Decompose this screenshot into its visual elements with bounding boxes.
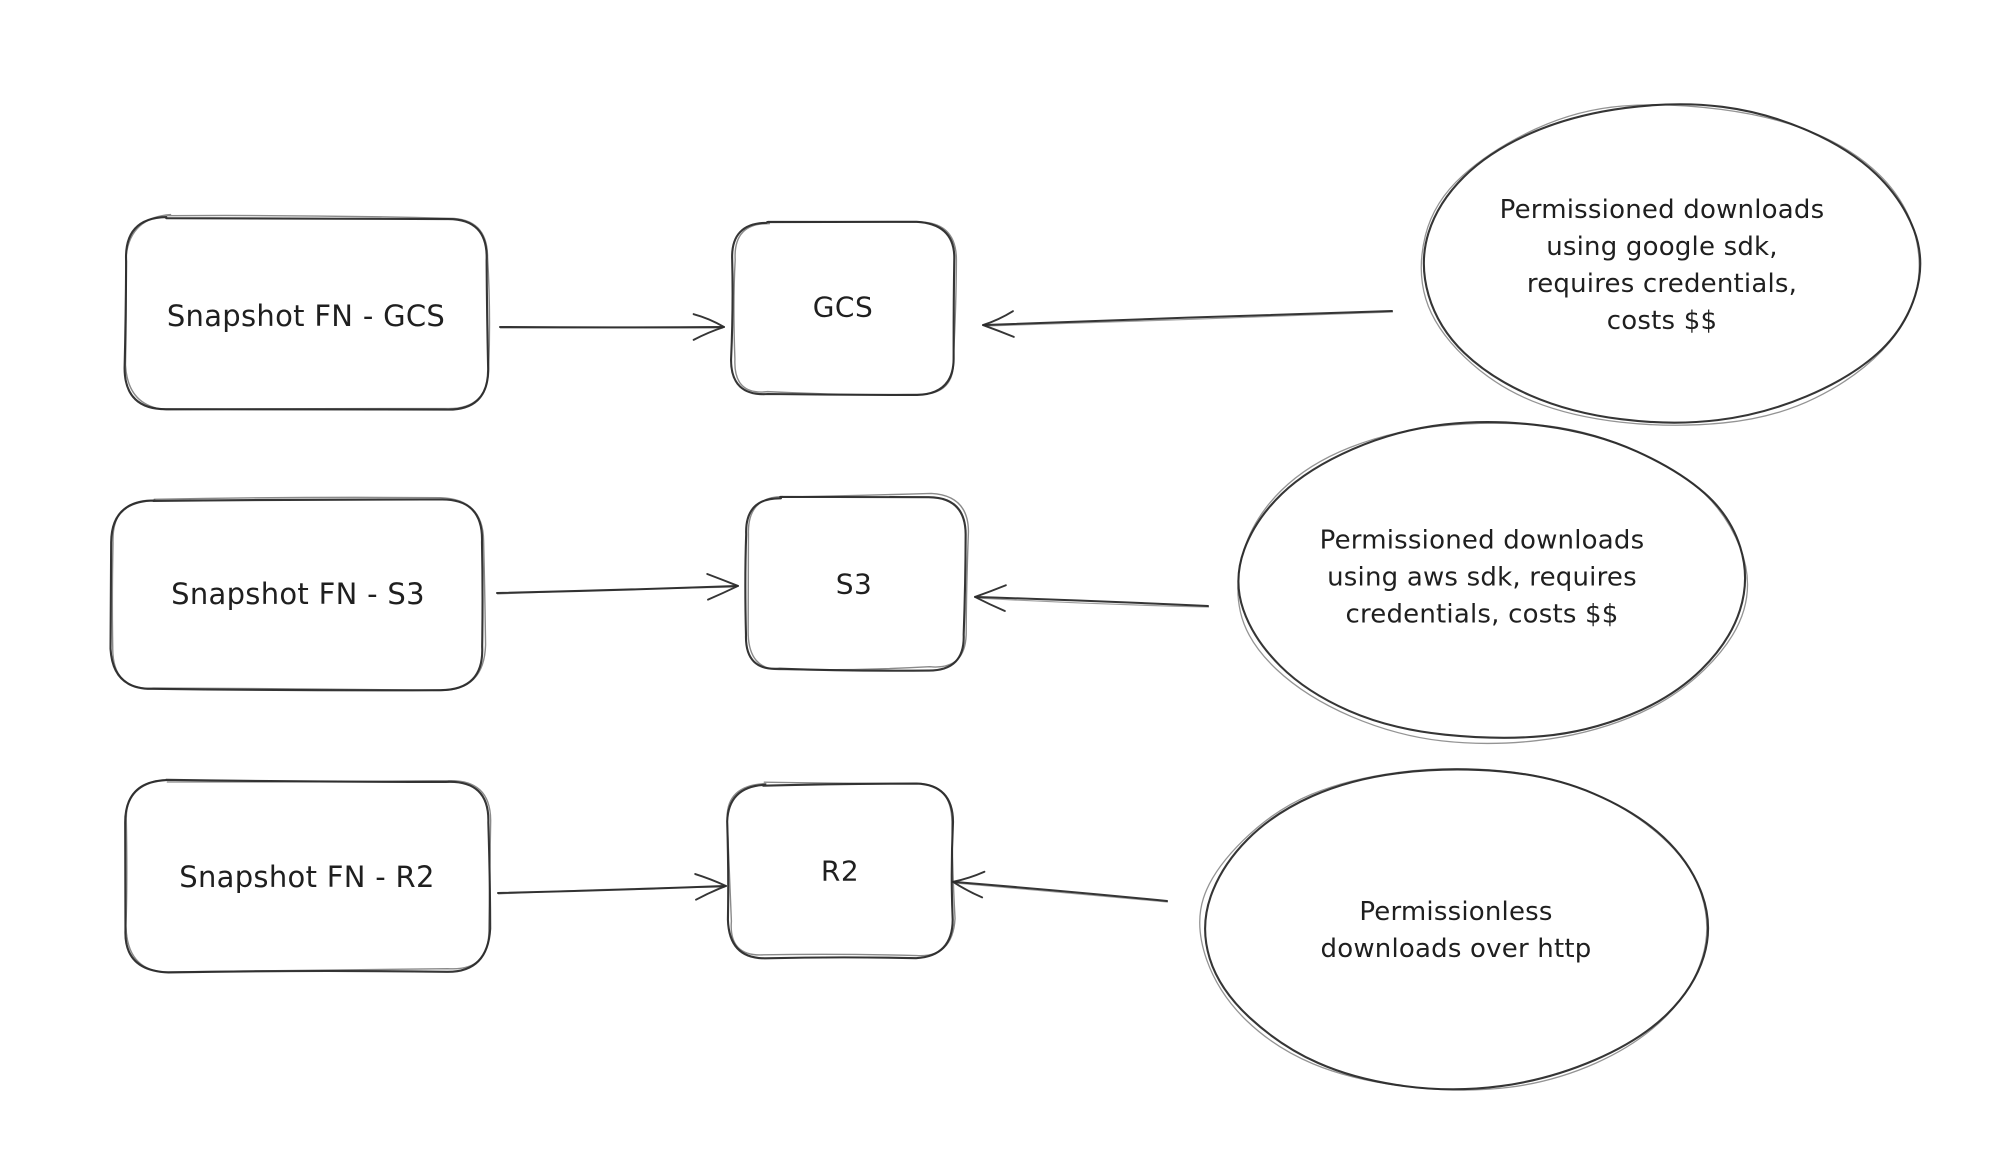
node-s3	[744, 492, 970, 672]
arrow-note-s3-to-s3	[974, 584, 1210, 612]
note-ellipse-s3	[1237, 421, 1749, 745]
node-gcs	[730, 220, 958, 396]
node-snapshot-fn-gcs	[123, 213, 491, 411]
note-ellipse-gcs	[1420, 103, 1922, 426]
arrow-snapshot-r2-to-r2	[497, 873, 727, 901]
node-snapshot-fn-r2	[124, 778, 492, 974]
arrow-note-gcs-to-gcs	[982, 310, 1394, 338]
arrow-note-r2-to-r2	[952, 870, 1169, 903]
arrow-snapshot-s3-to-s3	[496, 573, 739, 601]
node-snapshot-fn-s3	[109, 496, 487, 692]
arrow-snapshot-gcs-to-gcs	[499, 313, 725, 341]
node-r2	[726, 781, 956, 960]
note-ellipse-r2	[1199, 768, 1710, 1091]
